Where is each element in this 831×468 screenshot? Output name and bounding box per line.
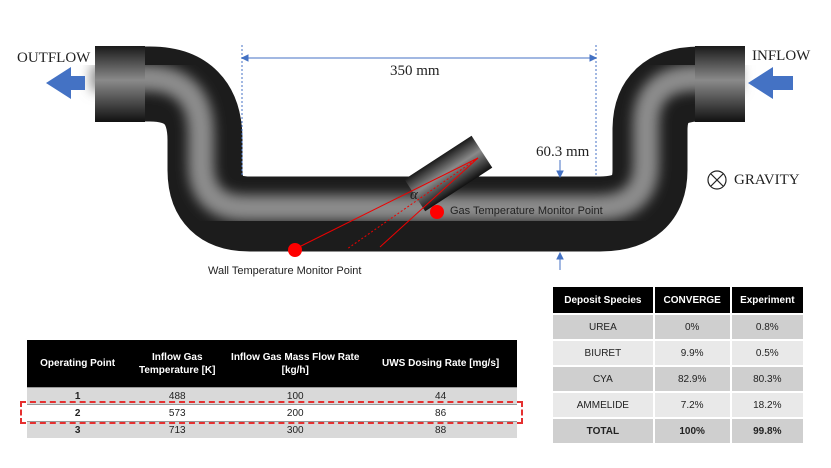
cell: 200 xyxy=(226,404,365,422)
cell: 80.3% xyxy=(730,365,806,392)
header-converge: CONVERGE xyxy=(653,287,732,314)
cell: 9.9% xyxy=(653,339,732,366)
table-row: 1 488 100 44 xyxy=(27,387,517,405)
cell: 0.5% xyxy=(730,339,806,366)
cell: 0% xyxy=(653,313,732,340)
diameter-label: 60.3 mm xyxy=(536,144,590,160)
gas-monitor-label: Gas Temperature Monitor Point xyxy=(450,205,603,217)
inflow-flange xyxy=(695,46,745,122)
gravity-icon xyxy=(707,170,727,190)
cell: 82.9% xyxy=(653,365,732,392)
header-operating-point: Operating Point xyxy=(27,340,129,388)
operating-points-table: Operating Point Inflow Gas Temperature [… xyxy=(27,340,517,438)
header-species: Deposit Species xyxy=(553,287,655,314)
cell: 1 xyxy=(27,387,129,405)
cell: AMMELIDE xyxy=(553,391,655,418)
angle-label: α xyxy=(410,187,418,203)
gravity-label: GRAVITY xyxy=(734,172,800,188)
outflow-flange xyxy=(95,46,145,122)
spray-cone-lines xyxy=(294,157,479,250)
wall-monitor-label: Wall Temperature Monitor Point xyxy=(208,265,362,277)
cell: 44 xyxy=(364,387,517,405)
outflow-arrow-icon xyxy=(46,67,85,99)
inflow-label: INFLOW xyxy=(752,48,811,64)
cell: 713 xyxy=(128,421,227,438)
header-mass-flow: Inflow Gas Mass Flow Rate [kg/h] xyxy=(226,340,365,388)
highlight-dashed-box xyxy=(20,401,523,424)
cell: 86 xyxy=(364,404,517,422)
cell: 0.8% xyxy=(730,313,806,340)
cell: 2 xyxy=(27,404,129,422)
pipe xyxy=(91,46,745,252)
header-dosing-rate: UWS Dosing Rate [mg/s] xyxy=(364,340,517,388)
cell: 300 xyxy=(226,421,365,438)
cell: BIURET xyxy=(553,339,655,366)
outflow-label: OUTFLOW xyxy=(17,50,91,66)
header-gas-temperature: Inflow Gas Temperature [K] xyxy=(128,340,227,388)
cell: 7.2% xyxy=(653,391,732,418)
cell: 99.8% xyxy=(730,417,806,443)
wall-monitor-dot xyxy=(288,243,302,257)
cell: CYA xyxy=(553,365,655,392)
cell: 3 xyxy=(27,421,129,438)
cell: 18.2% xyxy=(730,391,806,418)
injector-branch xyxy=(404,135,493,212)
cell: UREA xyxy=(553,313,655,340)
deposit-species-table: Deposit Species CONVERGE Experiment UREA… xyxy=(553,287,806,443)
length-dimension xyxy=(240,45,598,175)
diameter-arrows xyxy=(556,160,564,270)
cell: 573 xyxy=(128,404,227,422)
gas-monitor-dot xyxy=(430,205,444,219)
table-row: 3 713 300 88 xyxy=(27,421,517,438)
inflow-arrow-icon xyxy=(748,67,793,99)
cell: 488 xyxy=(128,387,227,405)
cell: 88 xyxy=(364,421,517,438)
table-row-highlighted: 2 573 200 86 xyxy=(27,404,517,422)
cell: TOTAL xyxy=(553,417,655,443)
length-label: 350 mm xyxy=(390,63,440,79)
cell: 100 xyxy=(226,387,365,405)
cell: 100% xyxy=(653,417,732,443)
header-experiment: Experiment xyxy=(730,287,806,314)
